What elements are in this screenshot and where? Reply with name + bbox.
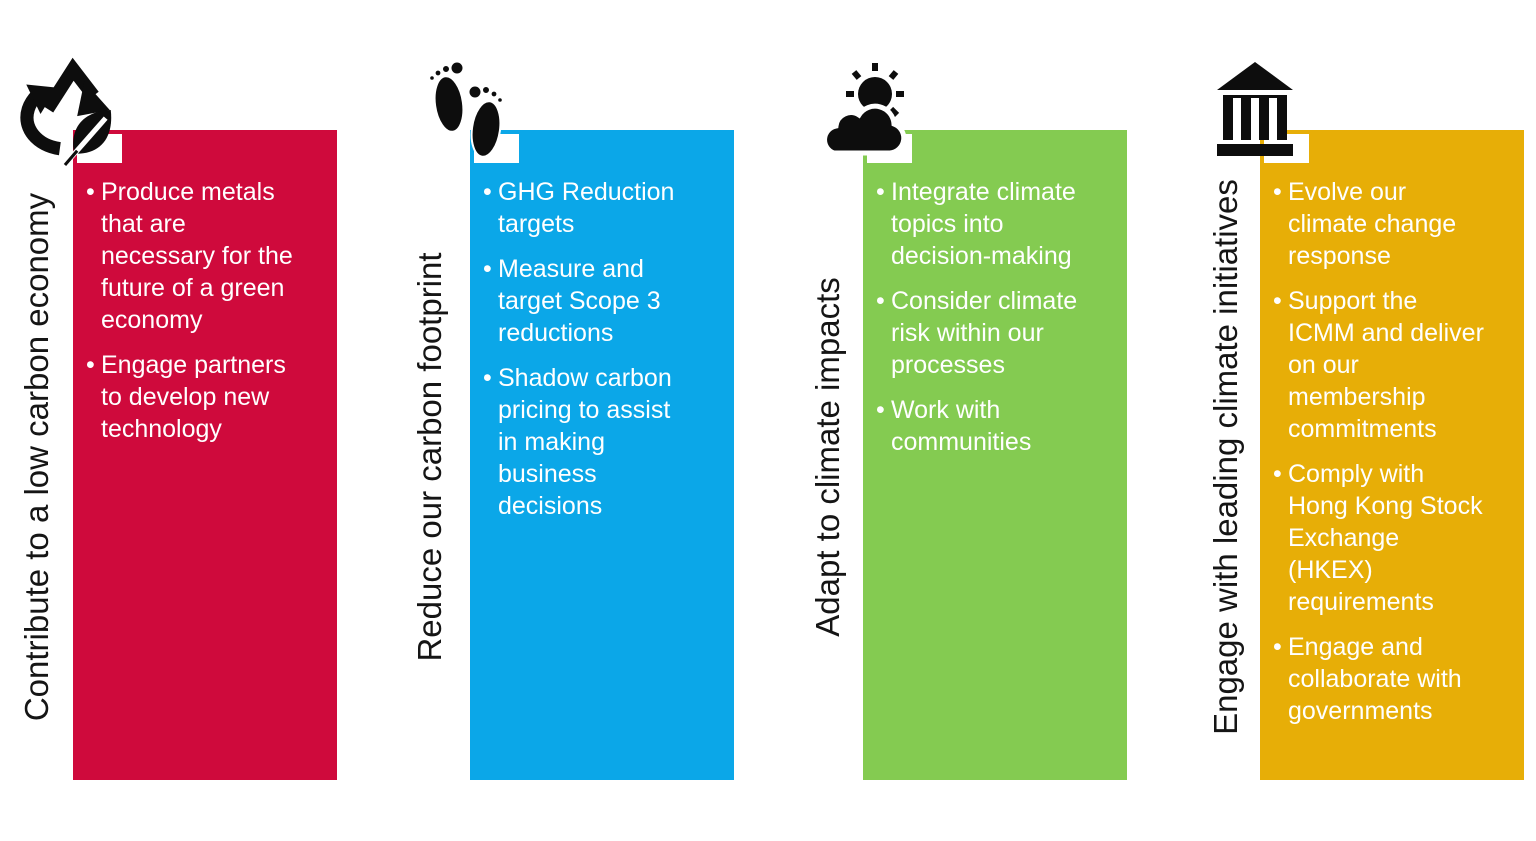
bullet-item: GHG Reduction targets <box>483 176 734 240</box>
bullet-list: GHG Reduction targets Measure and target… <box>470 130 734 522</box>
bullet-text: Engage and collaborate with governments <box>1288 633 1462 725</box>
bullet-list: Produce metals that are necessary for th… <box>73 130 337 445</box>
bullet-list: Integrate climate topics into decision-m… <box>863 130 1127 458</box>
bullet-item: Integrate climate topics into decision-m… <box>876 176 1127 272</box>
bullet-text: Measure and target Scope 3 reductions <box>498 255 661 347</box>
bullet-item: Engage and collaborate with governments <box>1273 631 1524 727</box>
pillar-box-carbon-footprint: GHG Reduction targets Measure and target… <box>470 130 734 780</box>
bullet-item: Evolve our climate change response <box>1273 176 1524 272</box>
bullet-text: Support the ICMM and deliver on our memb… <box>1288 287 1484 443</box>
bullet-text: Evolve our climate change response <box>1288 178 1457 270</box>
bullet-text: Engage partners to develop new technolog… <box>101 351 286 443</box>
bullet-item: Measure and target Scope 3 reductions <box>483 253 734 349</box>
bullet-text: Consider climate risk within our process… <box>891 287 1078 379</box>
bullet-item: Work with communities <box>876 394 1127 458</box>
bullet-text: Shadow carbon pricing to assist in makin… <box>498 364 672 520</box>
pillar-title-carbon-footprint: Reduce our carbon footprint <box>411 252 448 662</box>
bullet-item: Shadow carbon pricing to assist in makin… <box>483 362 734 522</box>
sun-cloud-icon <box>812 58 914 166</box>
bullet-text: Comply with Hong Kong Stock Exchange (HK… <box>1288 460 1483 616</box>
bullet-text: Work with communities <box>891 396 1032 456</box>
bullet-text: GHG Reduction targets <box>498 178 675 238</box>
pillar-box-low-carbon-economy: Produce metals that are necessary for th… <box>73 130 337 780</box>
recycle-leaf-icon <box>16 54 120 168</box>
bullet-text: Integrate climate topics into decision-m… <box>891 178 1076 270</box>
bullet-item: Consider climate risk within our process… <box>876 285 1127 381</box>
bullet-item: Produce metals that are necessary for th… <box>86 176 337 336</box>
bullet-text: Produce metals that are necessary for th… <box>101 178 293 334</box>
pillar-box-climate-initiatives: Evolve our climate change response Suppo… <box>1260 130 1524 780</box>
bullet-item: Engage partners to develop new technolog… <box>86 349 337 445</box>
bullet-item: Comply with Hong Kong Stock Exchange (HK… <box>1273 458 1524 618</box>
pillar-title-low-carbon-economy: Contribute to a low carbon economy <box>18 192 55 722</box>
bank-icon <box>1215 60 1295 158</box>
bullet-list: Evolve our climate change response Suppo… <box>1260 130 1524 727</box>
pillar-box-climate-impacts: Integrate climate topics into decision-m… <box>863 130 1127 780</box>
pillar-title-climate-impacts: Adapt to climate impacts <box>809 277 846 637</box>
bullet-item: Support the ICMM and deliver on our memb… <box>1273 285 1524 445</box>
footprints-icon <box>427 57 522 165</box>
pillar-title-climate-initiatives: Engage with leading climate initiatives <box>1207 179 1244 735</box>
